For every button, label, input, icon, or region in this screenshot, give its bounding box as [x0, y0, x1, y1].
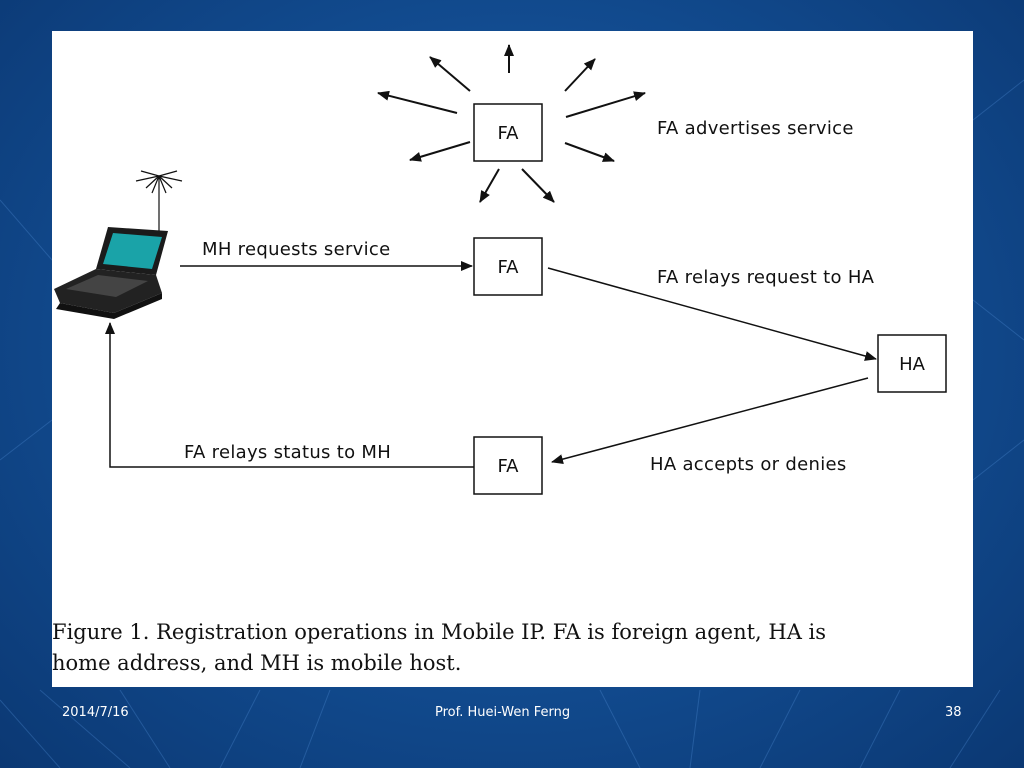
relay-status-label: FA relays status to MH — [184, 442, 391, 463]
relay-request-label: FA relays request to HA — [657, 267, 875, 288]
figure-caption: Figure 1. Registration operations in Mob… — [52, 617, 973, 679]
ha-node: HA — [877, 334, 947, 393]
footer-author: Prof. Huei-Wen Ferng — [435, 705, 571, 720]
fa-node-top: FA — [473, 103, 543, 162]
advertise-label: FA advertises service — [657, 118, 854, 139]
slide-content: FA FA advertises service FA FA HA — [52, 31, 973, 687]
relay-request-arrow — [547, 267, 877, 361]
registration-diagram: FA FA advertises service FA FA HA — [54, 44, 947, 495]
caption-line-1: Figure 1. Registration operations in Mob… — [52, 620, 827, 644]
relay-status-arrow — [105, 322, 474, 468]
laptop-icon — [54, 170, 183, 319]
fa-middle-label: FA — [497, 257, 519, 278]
footer-date: 2014/7/16 — [62, 705, 129, 720]
accept-deny-arrow — [551, 377, 869, 465]
accept-deny-label: HA accepts or denies — [650, 454, 847, 475]
fa-node-bottom: FA — [473, 436, 543, 495]
advertise-arrows — [377, 44, 646, 203]
fa-bottom-label: FA — [497, 456, 519, 477]
fa-top-label: FA — [497, 123, 519, 144]
caption-line-2: home address, and MH is mobile host. — [52, 651, 462, 675]
fa-node-middle: FA — [473, 237, 543, 296]
footer-page-number: 38 — [945, 705, 962, 720]
ha-label: HA — [899, 354, 926, 375]
request-label: MH requests service — [202, 239, 391, 260]
